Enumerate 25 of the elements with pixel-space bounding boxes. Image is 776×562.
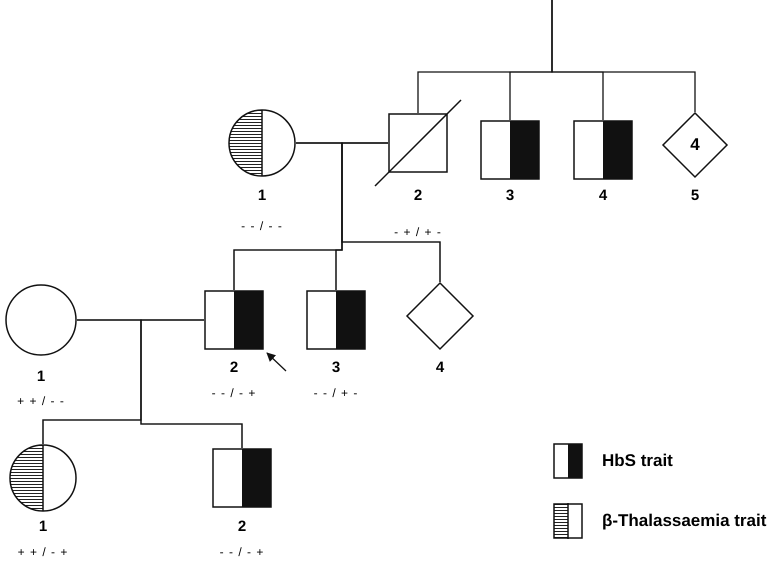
individual-number: 3	[330, 360, 342, 376]
pedigree-line	[140, 319, 243, 448]
sibling-count: 4	[689, 135, 701, 155]
individual-number: 3	[504, 188, 516, 204]
pedigree-line	[341, 142, 441, 282]
individual-number: 4	[598, 188, 608, 204]
pedigree-line	[551, 0, 696, 112]
individual-number: 1	[38, 519, 48, 535]
individual-number: 1	[36, 369, 46, 385]
individual-number: 1	[256, 188, 268, 204]
legend-label: HbS trait	[602, 451, 673, 471]
proband-arrow	[266, 352, 286, 372]
legend-label: β-Thalassaemia trait	[602, 511, 766, 531]
genotype-label: - - / - +	[218, 544, 266, 560]
genotype-label: - - / + -	[312, 385, 360, 401]
genotype-label: - - / - +	[210, 385, 258, 401]
individual-number: 2	[228, 360, 240, 376]
individual-number: 2	[236, 519, 248, 535]
individual-number: 5	[690, 188, 700, 204]
genotype-label: + + / - -	[16, 393, 66, 409]
individual-number: 4	[434, 360, 446, 376]
individual-number: 2	[412, 188, 424, 204]
genotype-label: + + / - +	[16, 544, 70, 560]
genotype-label: - + / + -	[393, 224, 443, 240]
genotype-label: - - / - -	[240, 218, 284, 234]
